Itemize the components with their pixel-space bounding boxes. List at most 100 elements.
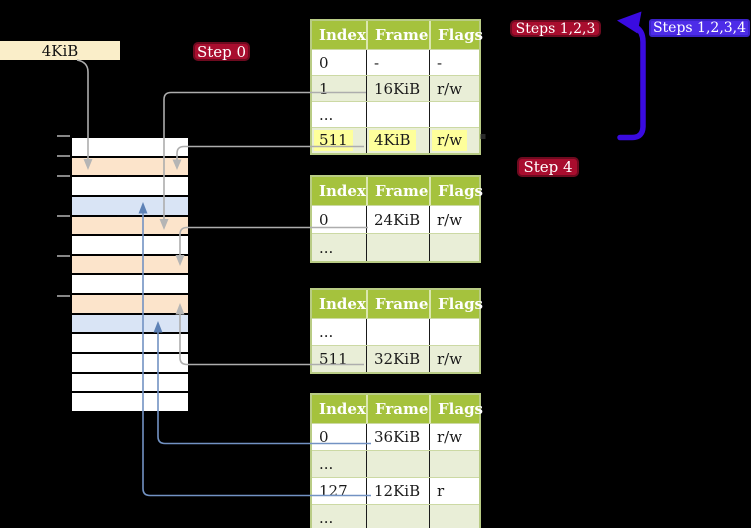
memory-address-label: 4KiB [0,41,120,60]
table-cell: r/w [429,128,479,153]
memory-frame-row-white [72,138,188,158]
table-cell: r/w [429,206,479,233]
table-cell: ... [319,455,334,473]
table-cell: 36KiB [366,424,429,450]
badge-step0: Step 0 [193,42,250,61]
memory-frame-row-wheat [72,216,188,237]
memory-tick [57,215,70,217]
table-cell [429,102,479,127]
table-cell: 0 [319,53,329,72]
column-header-frame: Frame [366,395,429,423]
table-cell: 0 [319,210,329,229]
memory-frame-row-white [72,393,188,411]
table-cell: r/w [429,346,479,372]
memory-tick [57,295,70,297]
memory-tick [57,135,70,137]
table-cell [366,234,429,261]
table-cell: 127 [319,482,348,500]
memory-frame-row-white [72,177,188,197]
memory-frame-row-blue [72,196,188,217]
table-cell [429,319,479,345]
memory-frame-row-white [72,275,188,296]
physical-memory-column [70,136,190,413]
table-cell [366,451,429,477]
recursive-loop-arrow [617,22,646,141]
memory-tick [57,155,70,157]
memory-frame-row-blue [72,314,188,335]
column-header-frame: Frame [366,21,429,49]
memory-frame-row-white [72,373,188,394]
table-cell: 4KiB [366,128,429,153]
table-row: 0 -- [312,49,479,75]
table-cell: 16KiB [366,76,429,101]
table-cell: - [366,50,429,75]
table-row: ... [312,233,479,261]
memory-frame-row-wheat [72,255,188,276]
table-cell: 12KiB [366,478,429,504]
column-header-flags: Flags [429,177,483,205]
column-header-index: Index [319,295,366,313]
table-cell [429,451,479,477]
column-header-index: Index [319,26,366,44]
table-cell: ... [319,238,334,257]
table-cell: 1 [319,79,329,98]
table-row: 511 4KiB r/w [312,127,479,153]
column-header-frame: Frame [366,290,429,318]
highlighted-value: 511 [314,130,353,151]
badge-steps-1234: Steps 1,2,3,4 [649,19,750,37]
memory-frame-row-white [72,354,188,374]
table-cell [429,234,479,261]
table-cell [366,319,429,345]
table-cell: 32KiB [366,346,429,372]
column-header-flags: Flags [429,290,483,318]
memory-tick [57,175,70,177]
connector-stub [480,134,486,139]
memory-frame-row-white [72,334,188,355]
column-header-frame: Frame [366,177,429,205]
memory-frame-row-white [72,236,188,256]
table-row: ... [312,450,479,477]
column-header-index: Index [319,400,366,418]
table-cell [366,505,429,528]
highlighted-value: 4KiB [369,130,416,151]
table-cell: r/w [429,76,479,101]
column-header-index: Index [319,182,366,200]
badge-steps-123: Steps 1,2,3 [510,20,601,37]
column-header-flags: Flags [429,21,483,49]
table-cell: 24KiB [366,206,429,233]
highlighted-value: r/w [432,130,468,151]
table-row: ... [312,318,479,345]
memory-frame-row-wheat [72,157,188,178]
table-row: ... [312,504,479,528]
table-cell: ... [319,509,334,527]
table-cell: ... [319,105,334,124]
column-header-flags: Flags [429,395,483,423]
table-cell: ... [319,323,334,341]
memory-frame-row-wheat [72,295,188,315]
table-row: ... [312,101,479,127]
table-cell: 511 [312,128,366,153]
memory-tick [57,255,70,257]
recursive-loop-arrowhead-icon [617,11,642,34]
badge-step4: Step 4 [517,157,579,177]
table-cell [429,505,479,528]
table-cell: - [429,50,479,75]
table-cell: r [429,478,479,504]
table-cell: r/w [429,424,479,450]
table-cell [366,102,429,127]
table-cell: 511 [319,350,348,368]
